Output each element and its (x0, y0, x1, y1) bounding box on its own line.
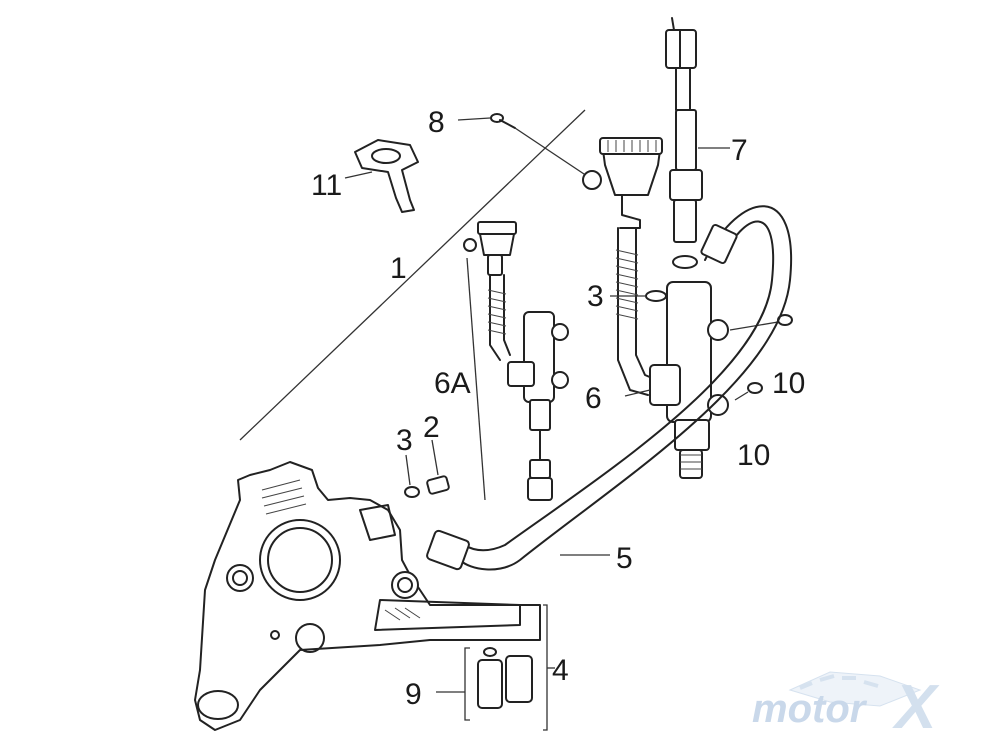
brake-pads-part-4 (543, 604, 555, 731)
callout-10-lower: 10 (737, 439, 770, 472)
washer-part-3-lower (404, 454, 420, 498)
bracket-part-11 (344, 139, 419, 213)
logo-text: motor (752, 687, 868, 731)
screw-part-8 (457, 113, 591, 179)
brake-caliper (194, 461, 541, 731)
pad-pin-part-9 (436, 647, 533, 721)
callout-3-left: 3 (396, 424, 413, 457)
callout-7: 7 (731, 134, 748, 167)
callout-2: 2 (423, 411, 440, 444)
motorx-logo: motor X (752, 671, 940, 742)
callout-9: 9 (405, 678, 422, 711)
logo-mark: X (892, 673, 940, 742)
callout-6: 6 (585, 382, 602, 415)
callout-4: 4 (552, 654, 569, 687)
kit-line-part-1 (239, 109, 586, 441)
callout-10-upper: 10 (772, 367, 805, 400)
callout-1: 1 (390, 252, 407, 285)
callout-5: 5 (616, 542, 633, 575)
master-cylinder-kit-part-6A (463, 221, 569, 501)
brake-hose-part-5 (426, 205, 793, 571)
callout-3-right: 3 (587, 280, 604, 313)
brake-light-switch-part-7 (665, 17, 730, 269)
bleed-screw-part-2 (426, 439, 450, 495)
callout-11: 11 (311, 169, 342, 202)
reservoir-main (582, 137, 663, 229)
callout-6A: 6A (434, 367, 471, 400)
callout-8: 8 (428, 106, 445, 139)
master-cylinder-part-6 (624, 281, 729, 479)
washer-part-10-lower (734, 382, 763, 401)
